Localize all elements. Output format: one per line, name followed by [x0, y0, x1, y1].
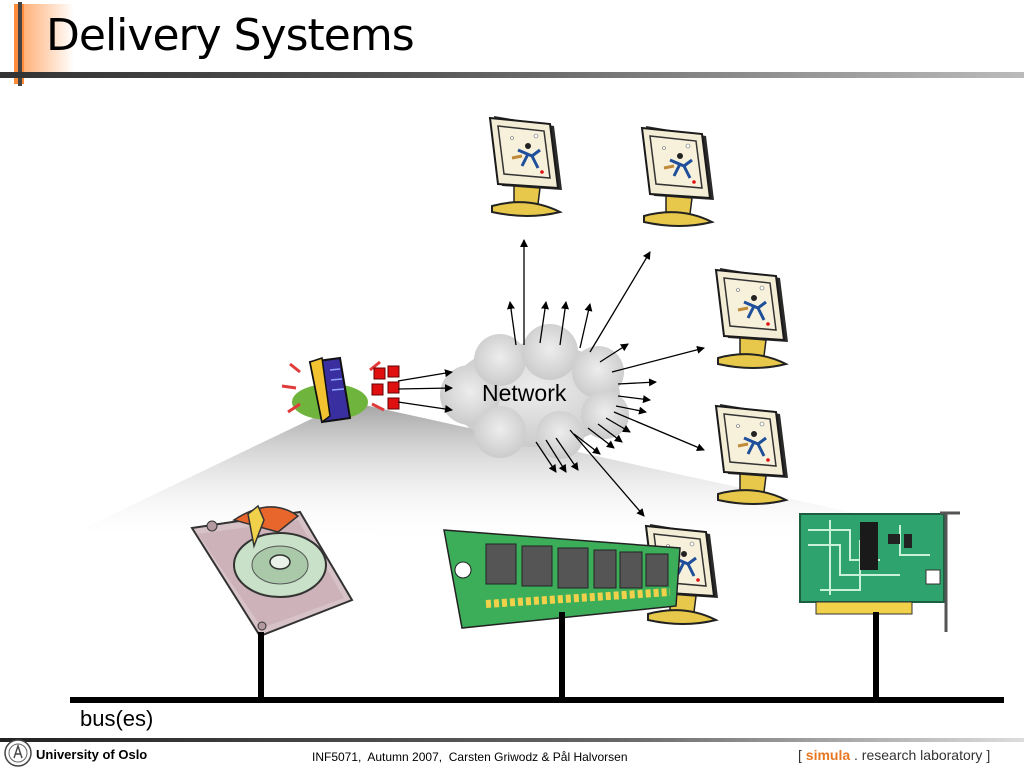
- server-arrows: [397, 369, 453, 413]
- simula-open: [: [798, 747, 806, 763]
- university-seal-icon: [4, 739, 32, 767]
- title-vertical-bar: [18, 2, 22, 86]
- bus-lines: [70, 612, 1004, 703]
- server-icon: [281, 356, 385, 424]
- simula-word: simula: [805, 747, 851, 763]
- zoom-beam: [80, 404, 1000, 545]
- bus-label: bus(es): [80, 706, 154, 731]
- client-monitor-1: [488, 114, 564, 218]
- footer-simula-lab: [ simula . research laboratory ]: [798, 747, 990, 763]
- packets-icon: [371, 365, 400, 410]
- simula-rest: . research laboratory ]: [850, 747, 991, 763]
- title-rule: [0, 72, 1024, 78]
- network-cloud: [440, 324, 629, 459]
- network-arrows: [507, 239, 705, 517]
- slide-title: Delivery Systems: [46, 10, 415, 61]
- footer-rule: [0, 738, 1024, 742]
- memory-module-icon: [443, 529, 681, 629]
- hard-disk-icon: [190, 504, 354, 638]
- footer-university: University of Oslo: [36, 747, 148, 762]
- network-card-icon: [799, 511, 960, 632]
- network-label: Network: [482, 380, 567, 406]
- client-monitor-2: [640, 124, 716, 228]
- title-accent-gradient: [24, 4, 74, 74]
- footer-course-info: INF5071, Autumn 2007, Carsten Griwodz & …: [312, 750, 628, 764]
- client-monitor-3: [714, 266, 790, 370]
